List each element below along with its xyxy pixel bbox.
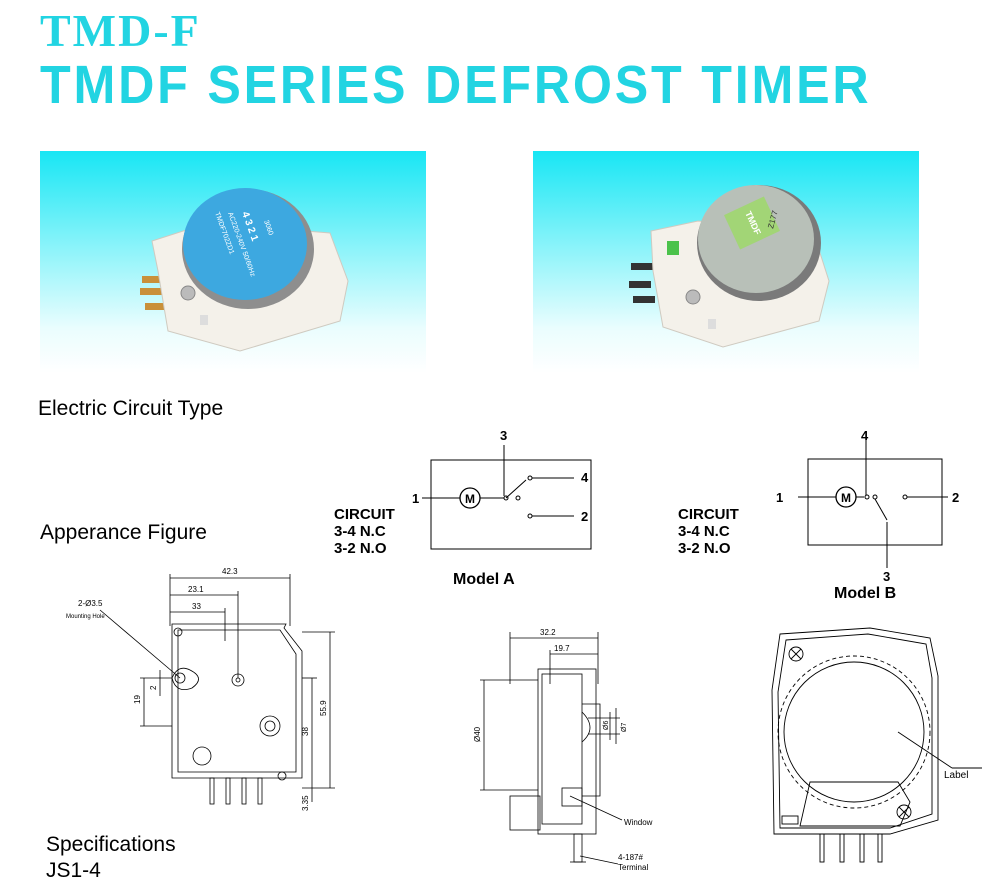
front-dim-h5: 3.35 xyxy=(301,795,310,811)
appearance-heading: Apperance Figure xyxy=(40,521,207,544)
side-window-label: Window xyxy=(624,818,653,827)
circuit-a-diagram: M 1 3 4 2 xyxy=(412,428,592,550)
circuit-b-terminal-2: 2 xyxy=(952,490,959,505)
circuit-b-terminal-1: 1 xyxy=(776,490,783,505)
front-dim-h3: 38 xyxy=(301,727,310,736)
front-dim-w3: 33 xyxy=(192,602,201,611)
circuit-a-terminal-4: 4 xyxy=(581,470,589,485)
dial-text-left-4: 3060 xyxy=(262,219,274,236)
circuit-b-line-3: 3-2 N.O xyxy=(678,540,731,557)
circuit-type-heading: Electric Circuit Type xyxy=(38,397,224,420)
front-view-drawing: 42.3 23.1 33 2-Ø3.5 Mounting Hole 19 2 3… xyxy=(66,567,335,811)
circuit-b-caption: Model B xyxy=(834,585,897,602)
circuit-a-line-1: CIRCUIT xyxy=(334,506,395,523)
front-hole-label-2: Mounting Hole xyxy=(66,614,105,620)
circuit-a-line-2: 3-4 N.C xyxy=(334,523,386,540)
spec-code: JS1-4 xyxy=(46,859,101,882)
side-terminal-label-1: 4-187# xyxy=(618,853,643,862)
motor-a-label: M xyxy=(465,492,475,506)
side-dim-h1: Ø40 xyxy=(473,726,482,742)
front-dim-h2: 2 xyxy=(149,685,158,690)
timer-illustration-silver: TMDF Z177 xyxy=(629,185,830,348)
model-code: TMD-F xyxy=(40,5,201,56)
front-dim-w2: 23.1 xyxy=(188,585,204,594)
side-dim-w1: 32.2 xyxy=(540,628,556,637)
circuit-b-diagram: M 1 4 2 3 xyxy=(776,428,959,584)
side-dim-w2: 19.7 xyxy=(554,644,570,653)
circuit-b-line-2: 3-4 N.C xyxy=(678,523,730,540)
circuit-a-description: CIRCUIT 3-4 N.C 3-2 N.O xyxy=(334,506,395,557)
motor-b-label: M xyxy=(841,491,851,505)
circuit-b-terminal-4: 4 xyxy=(861,428,869,443)
side-view-drawing: 32.2 19.7 Ø40 Ø6 Ø7 Window 4-187# Termin… xyxy=(473,628,653,872)
side-dim-d2: Ø7 xyxy=(621,723,628,732)
circuit-a-caption: Model A xyxy=(453,571,515,588)
circuit-a-terminal-2: 2 xyxy=(581,509,588,524)
circuit-b-description: CIRCUIT 3-4 N.C 3-2 N.O xyxy=(678,506,739,557)
front-hole-label: 2-Ø3.5 xyxy=(78,599,103,608)
side-dim-d1: Ø6 xyxy=(603,721,610,730)
back-view-drawing: Label xyxy=(771,627,982,863)
front-dim-h1: 19 xyxy=(133,695,142,704)
timer-illustration-blue: TMDF702ZD1 AC220-240V 50/60Hz 4 3 2 1 30… xyxy=(140,188,349,352)
product-photo-left: TMDF702ZD1 AC220-240V 50/60Hz 4 3 2 1 30… xyxy=(40,151,426,373)
front-dim-h4: 55.9 xyxy=(319,700,328,716)
circuit-a-terminal-3: 3 xyxy=(500,428,507,443)
circuit-a-terminal-1: 1 xyxy=(412,491,419,506)
back-label-text: Label xyxy=(944,770,968,781)
circuit-b-line-1: CIRCUIT xyxy=(678,506,739,523)
circuit-a-line-3: 3-2 N.O xyxy=(334,540,387,557)
product-photo-right: TMDF Z177 xyxy=(533,151,919,373)
circuit-b-terminal-3: 3 xyxy=(883,569,890,584)
front-dim-w1: 42.3 xyxy=(222,567,238,576)
side-terminal-label-2: Terminal xyxy=(618,863,648,872)
specifications-heading: Specifications xyxy=(46,833,176,856)
page-title: TMDF SERIES DEFROST TIMER xyxy=(40,55,872,115)
